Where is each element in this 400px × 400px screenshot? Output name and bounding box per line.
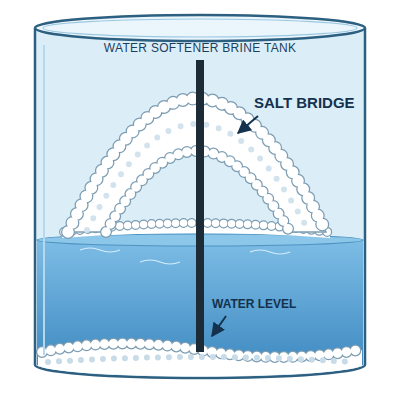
tank-wall (364, 28, 367, 365)
tank-wall (34, 28, 37, 365)
tank-rim (35, 15, 365, 41)
water-level-label: WATER LEVEL (212, 297, 296, 311)
salt-bridge-label: SALT BRIDGE (254, 94, 355, 112)
tank-title: WATER SOFTENER BRINE TANK (0, 41, 400, 55)
leader-arrow (238, 116, 258, 133)
salt-pile-texture (48, 357, 352, 362)
leader-arrow (212, 316, 226, 336)
water-ripples (80, 248, 290, 264)
brine-well-pipe (196, 60, 204, 352)
glass-highlight (43, 45, 45, 355)
tank-rim-inner (43, 19, 357, 37)
